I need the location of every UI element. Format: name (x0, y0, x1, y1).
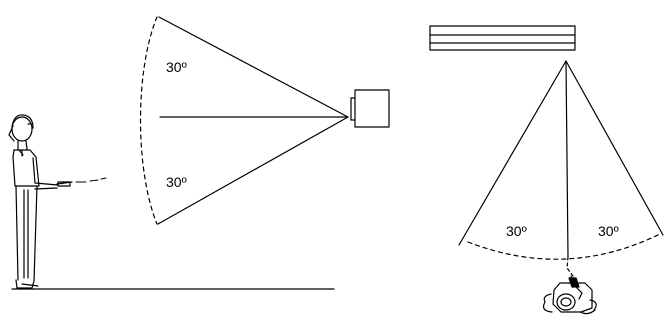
top-angle-left-label: 30º (506, 223, 527, 239)
side-angle-lower-label: 30º (166, 174, 187, 190)
top-angle-right-label: 30º (598, 223, 619, 239)
top-view (429, 25, 664, 315)
remote-control-icon (57, 181, 71, 187)
person-top-view-icon (542, 275, 597, 315)
person-figure (8, 114, 107, 289)
top-reception-cone (458, 60, 664, 260)
side-angle-upper-label: 30º (166, 59, 187, 75)
side-view (8, 16, 390, 290)
signal-waves-icon (75, 177, 107, 183)
ceiling-unit-icon (429, 25, 576, 51)
side-reception-cone (139, 16, 349, 225)
receiver-box-icon (354, 89, 390, 128)
